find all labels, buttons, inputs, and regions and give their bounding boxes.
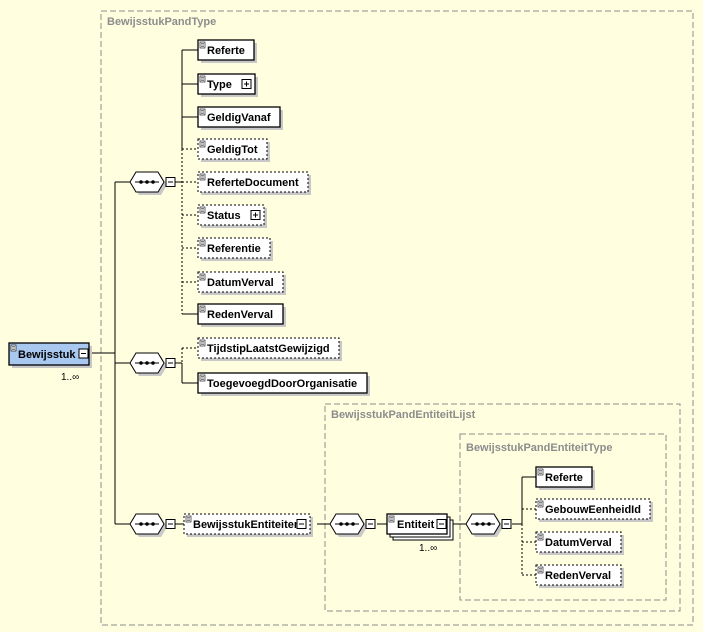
- element-entiteit-datumverval[interactable]: DatumVerval: [535, 531, 624, 555]
- sequence-compositor-4-collapse-button[interactable]: [365, 519, 376, 529]
- sequence-compositor-2-collapse-button[interactable]: [165, 358, 176, 368]
- element-geldigvanaf-label: GeldigVanaf: [207, 112, 271, 124]
- element-doc-icon: [199, 374, 206, 382]
- element-entiteit[interactable]: Entiteit 1..∞: [386, 513, 454, 554]
- element-referte[interactable]: Referte: [197, 39, 257, 63]
- entiteit-cardinality: 1..∞: [419, 543, 437, 554]
- element-entiteit-redenverval[interactable]: RedenVerval: [535, 564, 624, 588]
- sequence-compositor-5[interactable]: [465, 513, 512, 537]
- element-doc-icon: [199, 239, 206, 247]
- element-doc-icon: [199, 173, 206, 181]
- sequence-compositor-5-collapse-button[interactable]: [501, 519, 512, 529]
- element-redenverval-label: RedenVerval: [207, 309, 273, 321]
- element-doc-icon: [537, 500, 544, 508]
- root-cardinality: 1..∞: [61, 372, 79, 383]
- element-doc-icon: [199, 75, 206, 83]
- element-status[interactable]: Status: [197, 204, 267, 228]
- sequence-compositor-3[interactable]: [129, 513, 176, 537]
- sequence-compositor-4[interactable]: [329, 513, 376, 537]
- element-bewijsstukentiteiten[interactable]: BewijsstukEntiteiten: [183, 513, 313, 537]
- element-referentie[interactable]: Referentie: [197, 237, 273, 261]
- element-status-expand-button[interactable]: [250, 210, 261, 220]
- element-doc-icon: [537, 566, 544, 574]
- element-tijdstiplaatstgewijzigd[interactable]: TijdstipLaatstGewijzigd: [197, 337, 342, 361]
- entiteiten-collapse-button[interactable]: [296, 519, 307, 529]
- element-toegevoegddoororganisatie-label: ToegevoegdDoorOrganisatie: [207, 378, 357, 390]
- element-stubs: [182, 49, 536, 576]
- element-type-expand-button[interactable]: [241, 79, 252, 89]
- element-doc-icon: [199, 305, 206, 313]
- root-element-label: Bewijsstuk: [18, 349, 76, 361]
- element-referentie-label: Referentie: [207, 243, 261, 255]
- element-entiteit-referte-label: Referte: [545, 472, 583, 484]
- sequence-compositor-3-collapse-button[interactable]: [165, 519, 176, 529]
- element-doc-icon: [537, 533, 544, 541]
- element-type-label: Type: [207, 79, 232, 91]
- element-doc-icon: [199, 273, 206, 281]
- element-datumverval[interactable]: DatumVerval: [197, 271, 286, 295]
- group-title-entiteit-type: BewijsstukPandEntiteitType: [466, 442, 613, 454]
- group-title-entiteit-lijst: BewijsstukPandEntiteitLijst: [331, 409, 476, 421]
- sequence-compositor-1[interactable]: [129, 171, 176, 195]
- element-entiteit-redenverval-label: RedenVerval: [545, 570, 611, 582]
- root-element-bewijsstuk[interactable]: Bewijsstuk 1..∞: [8, 342, 92, 383]
- element-doc-icon: [199, 206, 206, 214]
- element-doc-icon: [10, 344, 17, 352]
- sequence-compositor-1-collapse-button[interactable]: [165, 177, 176, 187]
- element-doc-icon: [199, 140, 206, 148]
- root-collapse-button[interactable]: [78, 348, 89, 359]
- element-entiteit-gebouweenheidid-label: GebouwEenheidId: [545, 504, 641, 516]
- element-geldigtot-label: GeldigTot: [207, 144, 258, 156]
- element-doc-icon: [185, 515, 192, 523]
- entiteit-collapse-button[interactable]: [436, 519, 447, 529]
- element-tijdstiplaatstgewijzigd-label: TijdstipLaatstGewijzigd: [207, 343, 330, 355]
- element-entiteit-gebouweenheidid[interactable]: GebouwEenheidId: [535, 498, 653, 522]
- element-geldigtot[interactable]: GeldigTot: [197, 138, 270, 162]
- element-type[interactable]: Type: [197, 73, 258, 97]
- element-refertedocument[interactable]: ReferteDocument: [197, 171, 311, 195]
- group-frame-entiteit-lijst: [324, 403, 681, 612]
- element-entiteit-referte[interactable]: Referte: [535, 466, 595, 490]
- element-referte-label: Referte: [207, 45, 245, 57]
- group-frame-entiteit-type: [459, 433, 667, 601]
- element-redenverval[interactable]: RedenVerval: [197, 303, 286, 327]
- connector-lines: [92, 50, 523, 525]
- element-bewijsstukentiteiten-label: BewijsstukEntiteiten: [193, 519, 301, 531]
- element-geldigvanaf[interactable]: GeldigVanaf: [197, 106, 283, 130]
- element-entiteit-datumverval-label: DatumVerval: [545, 537, 612, 549]
- element-toegevoegddoororganisatie[interactable]: ToegevoegdDoorOrganisatie: [197, 372, 370, 396]
- element-entiteit-label: Entiteit: [397, 519, 435, 531]
- connector-lines-optional: [181, 149, 523, 575]
- element-doc-icon: [199, 108, 206, 116]
- element-doc-icon: [537, 468, 544, 476]
- element-doc-icon: [199, 339, 206, 347]
- group-title-pand-type: BewijsstukPandType: [107, 16, 216, 28]
- element-status-label: Status: [207, 210, 241, 222]
- element-doc-icon: [199, 41, 206, 49]
- sequence-compositor-2[interactable]: [129, 352, 176, 376]
- element-refertedocument-label: ReferteDocument: [207, 177, 299, 189]
- element-doc-icon: [388, 515, 395, 523]
- element-datumverval-label: DatumVerval: [207, 277, 274, 289]
